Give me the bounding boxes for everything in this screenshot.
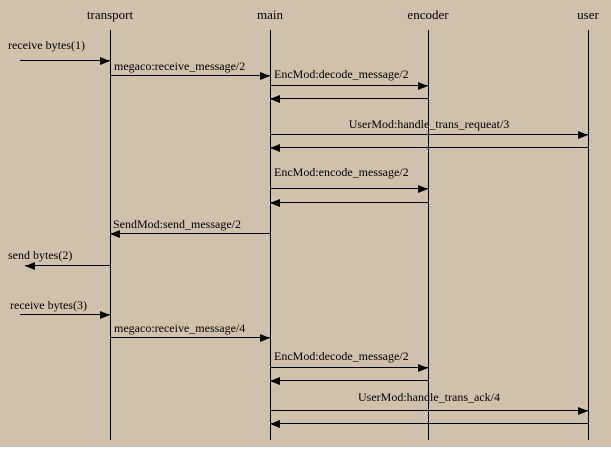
return-arrow: [270, 95, 428, 103]
actor-label-transport: transport: [86, 7, 134, 22]
message-label: SendMod:send_message/2: [113, 217, 241, 231]
return-arrow: [270, 199, 428, 207]
arrowhead-right-icon: [418, 364, 428, 372]
arrowhead-right-icon: [418, 82, 428, 90]
return-arrow: [270, 144, 588, 152]
arrowhead-left-icon: [270, 420, 280, 428]
message-arrow: [110, 334, 270, 342]
message-label: send bytes(2): [8, 248, 73, 262]
arrowhead-right-icon: [578, 407, 588, 415]
lifeline-user: [588, 30, 589, 440]
return-arrow: [270, 377, 428, 385]
lifeline-encoder: [428, 30, 429, 440]
arrowhead-right-icon: [260, 72, 270, 80]
lifeline-main: [270, 30, 271, 440]
arrowhead-right-icon: [578, 131, 588, 139]
message-arrow: [270, 364, 428, 372]
arrowhead-left-icon: [270, 144, 280, 152]
message-arrow: [20, 311, 110, 319]
bottom-margin: [0, 447, 611, 451]
message-arrow: [25, 262, 110, 270]
message-label: UserMod:handle_trans_requeat/3: [348, 117, 510, 131]
message-label: receive bytes(3): [10, 298, 87, 312]
message-label: UserMod:handle_trans_ack/4: [358, 390, 500, 404]
message-label: EncMod:decode_message/2: [274, 67, 409, 81]
message-arrow: [270, 82, 428, 90]
message-arrow: [20, 57, 110, 65]
arrowhead-right-icon: [100, 311, 110, 319]
arrowhead-left-icon: [270, 199, 280, 207]
actor-label-main: main: [257, 7, 283, 22]
message-label: EncMod:decode_message/2: [274, 349, 409, 363]
arrowhead-right-icon: [418, 185, 428, 193]
message-label: receive bytes(1): [8, 38, 85, 52]
message-arrow: [270, 185, 428, 193]
arrowhead-left-icon: [25, 262, 35, 270]
arrowhead-left-icon: [110, 230, 120, 238]
actor-label-user: user: [577, 7, 599, 22]
arrowhead-left-icon: [270, 377, 280, 385]
arrowhead-right-icon: [260, 334, 270, 342]
message-arrow: [270, 131, 588, 139]
message-arrow: [110, 230, 270, 238]
actor-label-encoder: encoder: [407, 7, 449, 22]
message-label: megaco:receive_message/4: [114, 321, 246, 335]
arrowhead-left-icon: [270, 95, 280, 103]
message-arrow: [110, 72, 270, 80]
message-arrow: [270, 407, 588, 415]
arrowhead-right-icon: [100, 57, 110, 65]
message-label: EncMod:encode_message/2: [274, 165, 409, 179]
message-label: megaco:receive_message/2: [114, 59, 246, 73]
return-arrow: [270, 420, 588, 428]
